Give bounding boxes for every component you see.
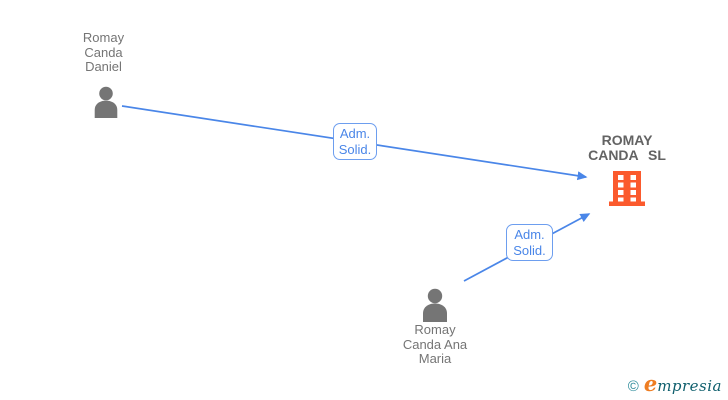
edge-label-ana: Adm. Solid. (506, 224, 553, 261)
name-line: Canda Ana (402, 336, 468, 352)
empresia-logo[interactable]: © e mpresia (628, 371, 722, 396)
person-daniel-label: Romay Canda Daniel (40, 30, 167, 75)
name-line: Maria (418, 351, 452, 366)
name-line: Daniel (85, 59, 122, 74)
copyright-icon: © (627, 378, 639, 395)
logo-wordmark-rest: mpresia (657, 377, 722, 395)
company-label: ROMAY CANDA SL (552, 133, 702, 163)
node-person-ana-maria[interactable] (417, 288, 453, 322)
node-company-romay-canda-sl[interactable] (608, 170, 646, 206)
edge-label-line: Solid. (513, 243, 546, 258)
edge-label-line: Solid. (338, 142, 372, 157)
name-line: Canda (84, 44, 123, 60)
edge-label-daniel: Adm. Solid. (333, 123, 377, 160)
building-icon (609, 171, 645, 206)
company-name-line: ROMAY (601, 132, 653, 148)
edge-label-line: Adm. (514, 227, 545, 242)
person-icon (423, 288, 447, 322)
name-line: Romay (414, 322, 456, 337)
logo-wordmark-initial: e (643, 371, 658, 396)
person-ana-maria-label: Romay Canda Ana Maria (375, 322, 495, 367)
company-name-line: CANDA SL (588, 147, 666, 163)
node-person-daniel[interactable] (89, 86, 123, 118)
name-line: Romay (82, 30, 125, 45)
person-icon (94, 86, 118, 118)
edge-label-line: Adm. (339, 126, 371, 141)
